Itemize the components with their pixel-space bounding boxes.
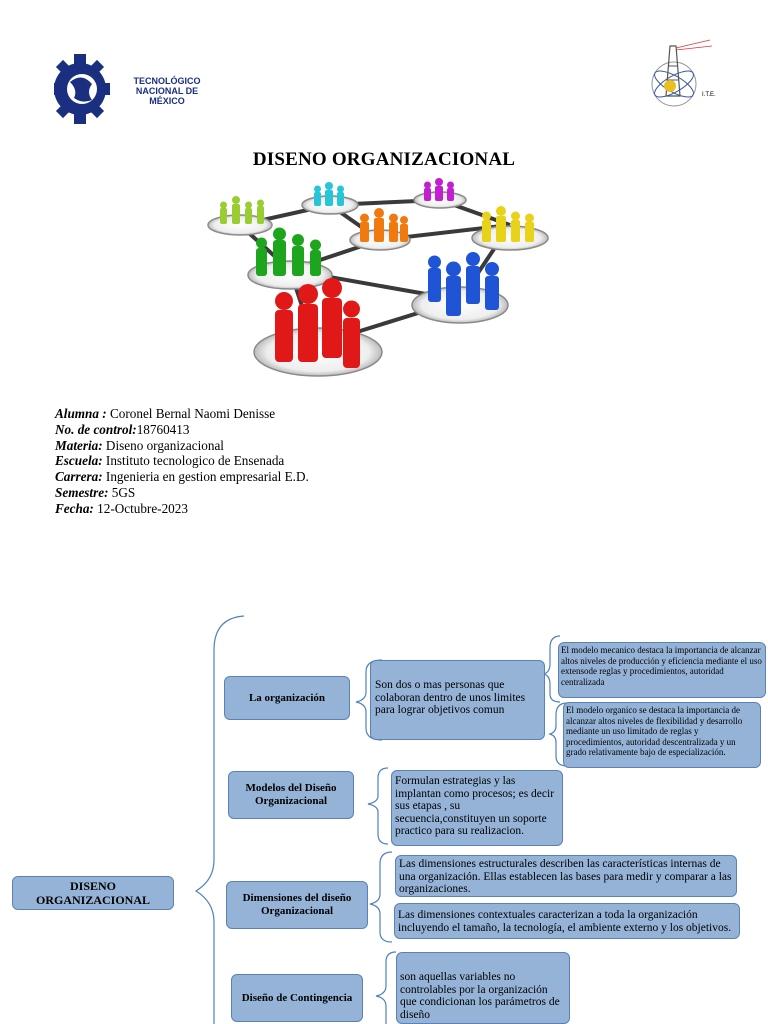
logo-line-2: NACIONAL DE MÉXICO [135, 86, 199, 106]
info-label: Materia: [55, 437, 103, 453]
ite-logo: I.T.E. [640, 36, 730, 112]
info-value: 5GS [108, 484, 136, 500]
info-label: No. de control: [55, 421, 137, 437]
info-row-control: No. de control:18760413 [55, 422, 309, 438]
page-title: DISENO ORGANIZACIONAL [252, 149, 516, 170]
info-label: Carrera: [55, 469, 103, 485]
info-value: 12-Octubre-2023 [93, 500, 188, 516]
info-value: Coronel Bernal Naomi Denisse [106, 406, 276, 421]
detail-modelo-organico: El modelo organico se destaca la importa… [563, 702, 761, 768]
student-info: Alumna : Coronel Bernal Naomi Denisse No… [55, 406, 309, 517]
tecnm-logo: TECNOLÓGICO NACIONAL DE MÉXICO [52, 52, 212, 126]
info-row-carrera: Carrera: Ingenieria en gestion empresari… [55, 469, 309, 485]
info-value: 18760413 [136, 421, 190, 437]
info-value: Diseno organizacional [102, 437, 224, 453]
info-label: Alumna : [55, 406, 107, 421]
root-node: DISENO ORGANIZACIONAL [12, 876, 174, 910]
branch-contingencia: Diseño de Contingencia [231, 974, 363, 1022]
ite-logo-text: I.T.E. [702, 92, 716, 98]
detail-dimensiones-estructurales: Las dimensiones estructurales describen … [395, 855, 737, 897]
detail-organizacion: Son dos o mas personas que colaboran den… [370, 660, 545, 740]
detail-modelos: Formulan estrategias y las implantan com… [391, 770, 563, 846]
info-row-semestre: Semestre: 5GS [55, 485, 309, 501]
branch-la-organizacion: La organización [224, 676, 350, 720]
info-row-materia: Materia: Diseno organizacional [55, 438, 309, 454]
info-label: Escuela: [55, 453, 103, 469]
branch-modelos: Modelos del Diseño Organizacional [228, 771, 354, 819]
branch-dimensiones: Dimensiones del diseño Organizacional [226, 881, 368, 929]
logo-line-1: TECNOLÓGICO [133, 76, 201, 86]
detail-contingencia: son aquellas variables no controlables p… [396, 952, 570, 1024]
info-row-alumna: Alumna : Coronel Bernal Naomi Denisse [55, 406, 309, 422]
info-row-fecha: Fecha: 12-Octubre-2023 [55, 501, 309, 517]
gear-icon [54, 54, 110, 124]
info-label: Semestre: [55, 484, 109, 500]
detail-modelo-mecanico: El modelo mecanico destaca la importanci… [558, 642, 766, 698]
info-label: Fecha: [55, 500, 94, 516]
info-value: Ingenieria en gestion empresarial E.D. [102, 469, 309, 485]
info-value: Instituto tecnologico de Ensenada [102, 453, 285, 469]
info-row-escuela: Escuela: Instituto tecnologico de Ensena… [55, 453, 309, 469]
detail-dimensiones-contextuales: Las dimensiones contextuales caracteriza… [394, 903, 740, 939]
